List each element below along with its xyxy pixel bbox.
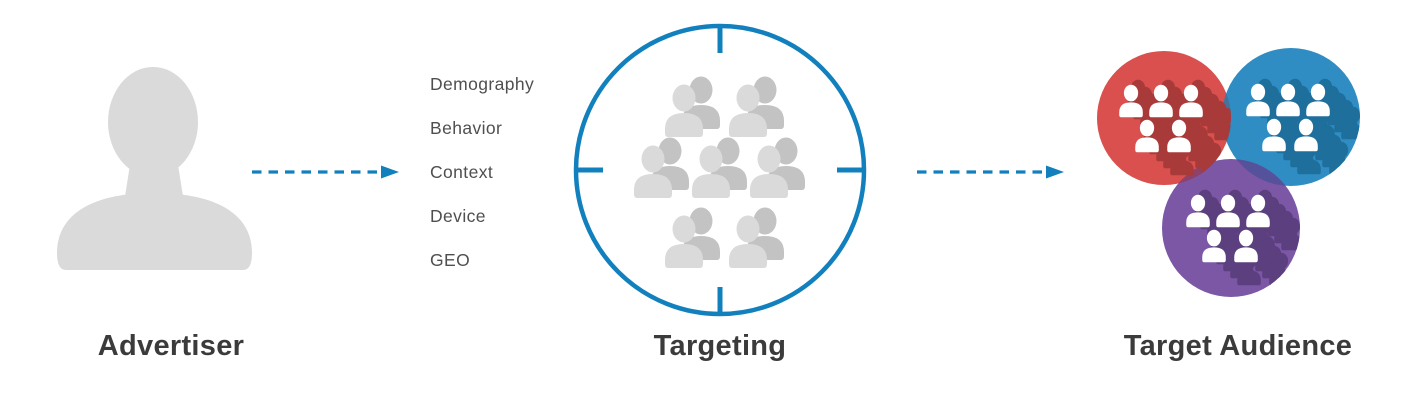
advertiser-silhouette-icon [57,67,252,270]
advertiser-label: Advertiser [97,330,245,362]
criteria-item: Device [430,206,486,226]
criteria-item: Context [430,162,494,182]
target-audience-label: Target Audience [1123,330,1353,362]
criteria-list: Demography Behavior Context Device GEO [430,75,534,269]
targeting-label: Targeting [653,330,787,362]
criteria-item: GEO [430,250,471,270]
reticle-crosshair-ticks [576,26,864,314]
flow-arrow-right-icon [917,165,1064,179]
audience-venn-icon [1097,48,1360,297]
criteria-item: Behavior [430,118,503,138]
targeting-reticle-icon [573,23,867,317]
crowd-icon [634,76,805,268]
criteria-item: Demography [430,74,535,94]
flow-arrow-right-icon [252,165,399,179]
